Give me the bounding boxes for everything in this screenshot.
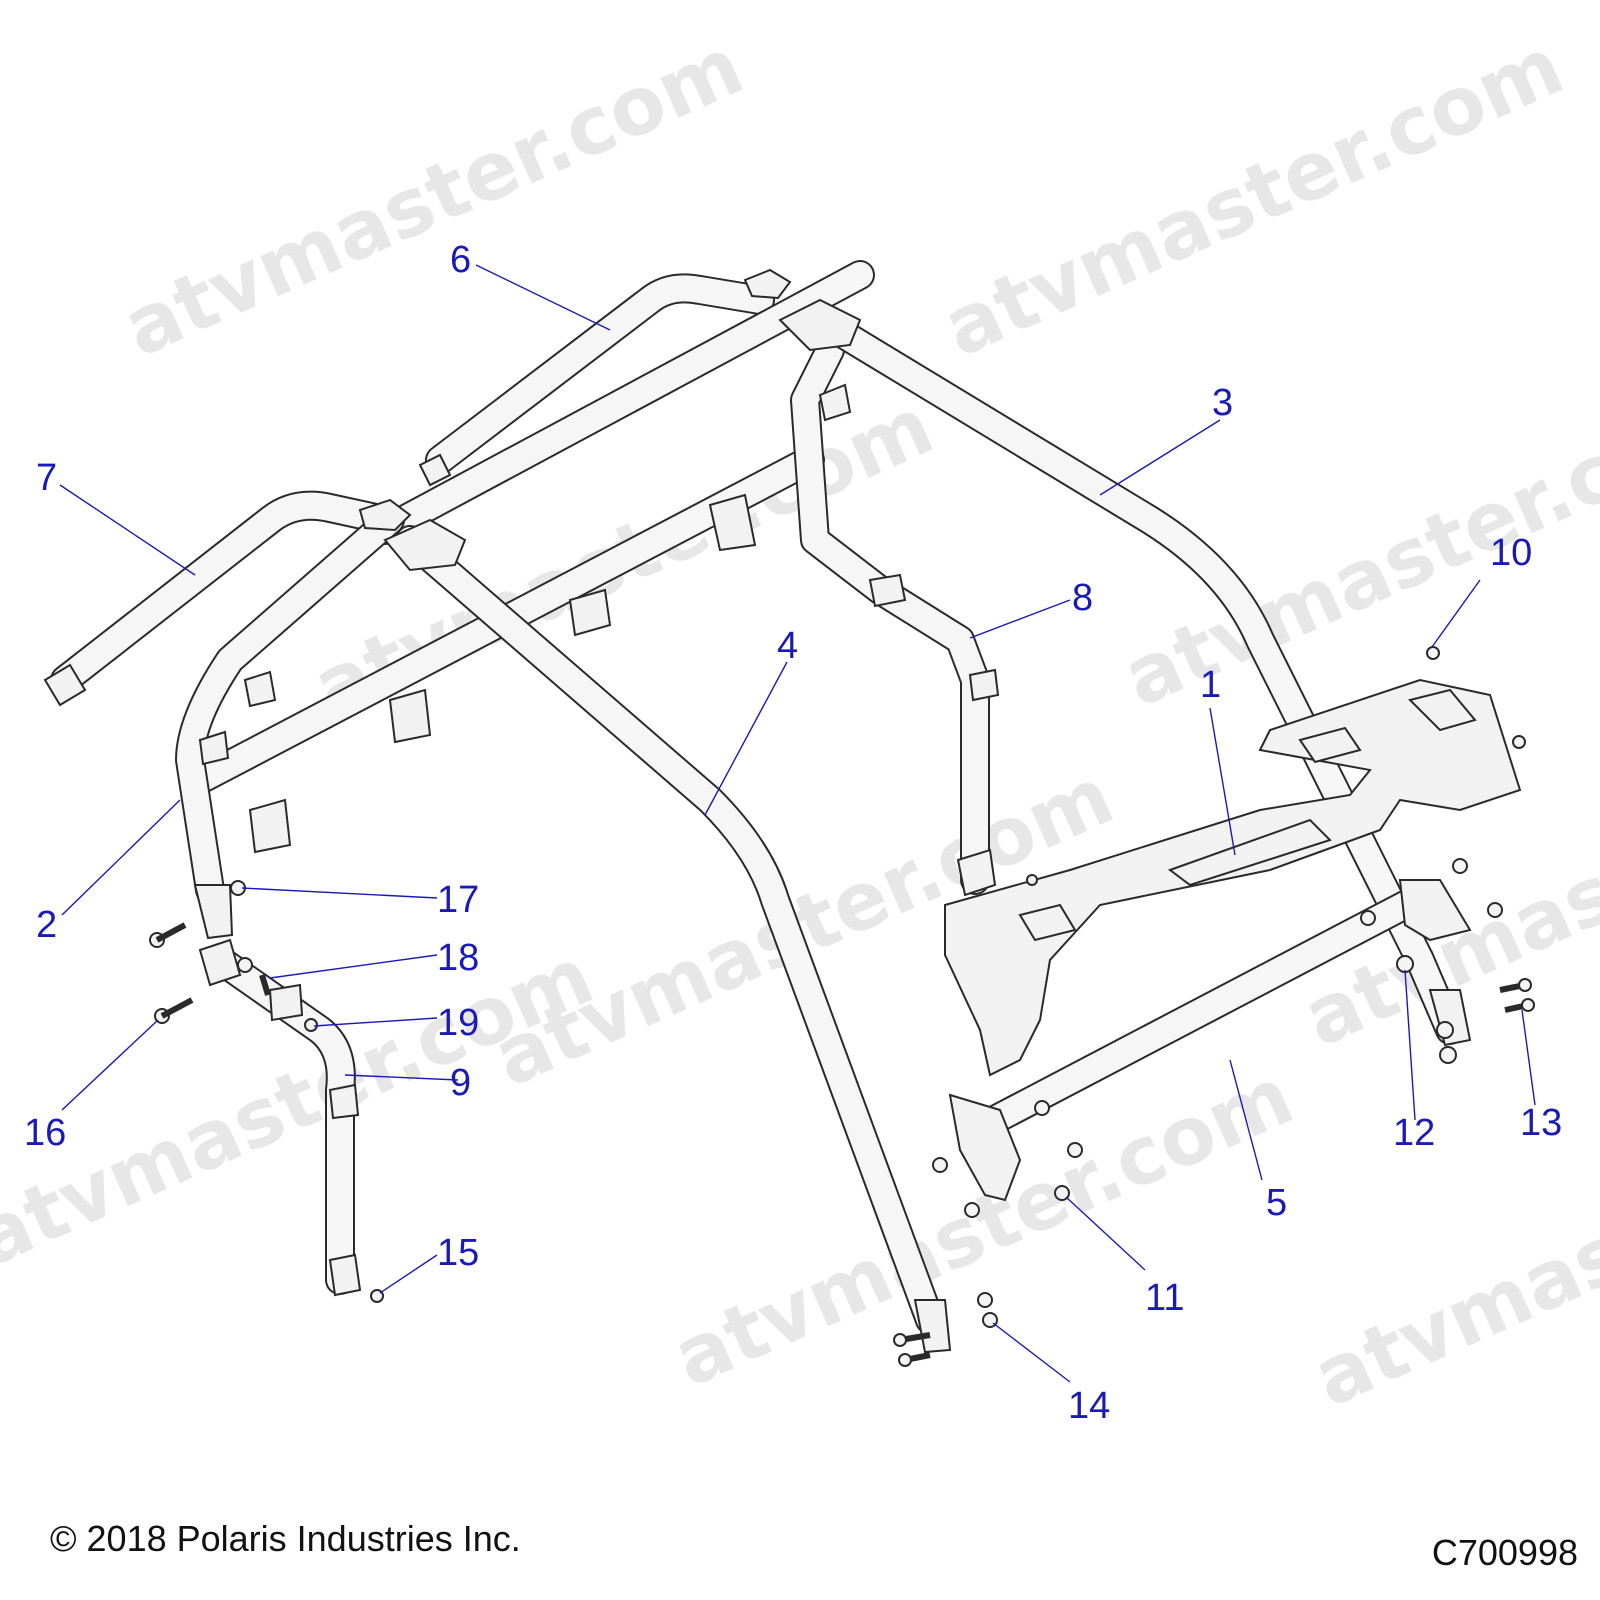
copyright-text: © 2018 Polaris Industries Inc. [50,1518,521,1559]
callout-11: 11 [1145,1277,1184,1319]
tube-5-front-crossbar [970,890,1420,1140]
diagram-code: C700998 [1431,1532,1578,1573]
part-1-cowl-panel [944,678,1522,1077]
tube-4-left-front-pillar [395,525,945,1335]
callout-8: 8 [1072,577,1093,619]
tube-8-right-rear-leg [790,335,990,895]
gusset-brackets [43,268,1472,1354]
callout-4: 4 [777,625,798,667]
callout-1: 1 [1200,664,1221,706]
callout-16: 16 [24,1112,66,1154]
tube-7-rear-upper-left [50,490,400,695]
callout-5: 5 [1266,1182,1287,1224]
callout-2: 2 [36,904,57,946]
callout-18: 18 [437,937,479,979]
leader-lines [59,264,1536,1383]
callout-19: 19 [437,1002,479,1044]
callout-9: 9 [450,1062,471,1104]
callout-6: 6 [450,239,471,281]
callout-15: 15 [437,1232,479,1274]
tube-2-left-hoop [175,505,405,905]
tube-3-right-front-pillar [805,305,1465,1045]
tube-6-rear-upper [425,273,775,475]
callout-10: 10 [1490,532,1532,574]
tube-rear-crossbar [370,260,875,545]
callout-3: 3 [1212,382,1233,424]
callout-7: 7 [36,457,57,499]
callout-17: 17 [437,879,479,921]
callout-14: 14 [1068,1385,1110,1427]
callout-12: 12 [1393,1112,1435,1154]
callout-13: 13 [1520,1102,1562,1144]
callouts: 1 2 3 4 5 6 7 8 9 10 11 12 13 14 15 16 1… [24,239,1562,1427]
